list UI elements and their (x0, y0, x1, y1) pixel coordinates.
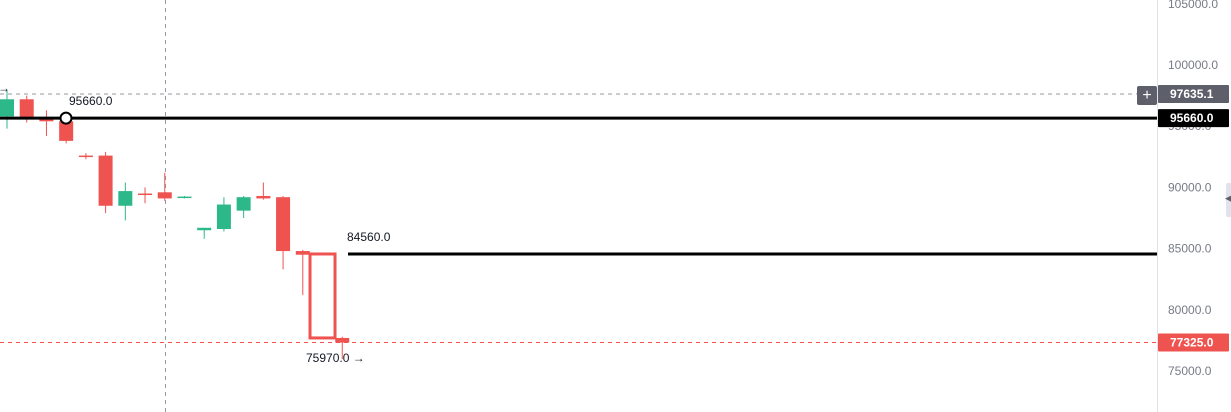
price-badge (1158, 333, 1229, 352)
candle-body (197, 227, 212, 231)
price-badge (1158, 84, 1229, 103)
candle-body (138, 193, 153, 196)
add-plus-button[interactable]: + (1137, 86, 1157, 105)
candle-body (59, 121, 74, 141)
price-badge (1158, 109, 1229, 128)
candle-body (335, 337, 350, 343)
price-badge-label: 97635.1 (1170, 87, 1214, 101)
line-anchor-handle[interactable] (59, 111, 73, 125)
offscreen-arrow: → (0, 81, 10, 95)
y-tick-label: 85000.0 (1168, 242, 1212, 256)
candle-body (78, 155, 93, 158)
candle-body (98, 155, 113, 206)
candle-body (39, 118, 54, 122)
candle-body (118, 191, 133, 206)
candle-body (216, 204, 231, 230)
horizontal-line-label: 84560.0 (347, 230, 391, 244)
candle-body (276, 197, 291, 252)
low-price-label: 75970.0 → (306, 351, 365, 365)
y-tick-label: 80000.0 (1168, 303, 1212, 317)
y-tick-label: 90000.0 (1168, 180, 1212, 194)
y-tick-label: 75000.0 (1168, 364, 1212, 378)
candle-body (157, 192, 172, 199)
y-tick-label: 100000.0 (1168, 58, 1218, 72)
candle-body (0, 99, 14, 117)
candle-body (19, 99, 34, 119)
candle-body (295, 251, 310, 255)
y-tick-label: 105000.0 (1168, 0, 1218, 11)
price-badge-label: 95660.0 (1170, 111, 1214, 125)
price-badge-label: 77325.0 (1170, 336, 1214, 350)
candle-body (177, 196, 192, 199)
collapse-panel-handle[interactable]: ◀ (1225, 183, 1231, 217)
horizontal-line-label: 95660.0 (69, 94, 113, 108)
candle-body (236, 197, 251, 211)
chevron-left-icon: ◀ (1225, 193, 1231, 203)
candle-body-highlighted (308, 252, 337, 340)
candle-body (256, 195, 271, 199)
